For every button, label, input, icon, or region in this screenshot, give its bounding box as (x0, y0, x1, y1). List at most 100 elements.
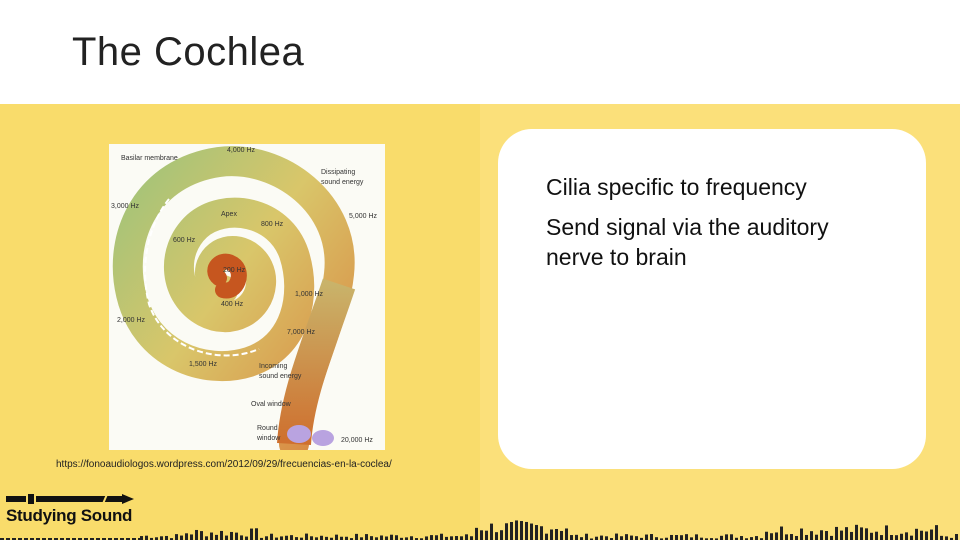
wave-bar (215, 534, 218, 540)
wave-bar (555, 528, 558, 540)
wave-bar (170, 538, 173, 540)
wave-bar (300, 537, 303, 540)
wave-bar (810, 531, 813, 540)
wave-bar (850, 531, 853, 540)
wave-bar (500, 530, 503, 540)
wave-bar (710, 538, 713, 540)
wave-bar (815, 534, 818, 540)
wave-bar (475, 527, 478, 540)
label-1000: 1,000 Hz (295, 291, 324, 298)
wave-bar (790, 534, 793, 540)
wave-bar (290, 535, 293, 540)
label-5000: 5,000 Hz (349, 213, 378, 220)
wave-bar (865, 528, 868, 540)
wave-bar (875, 531, 878, 540)
wave-bar (245, 536, 248, 540)
wave-bar (590, 538, 593, 540)
label-20000: 20,000 Hz (341, 437, 373, 444)
wave-bar (102, 538, 106, 540)
wave-bar (620, 536, 623, 540)
wave-bar (385, 536, 388, 540)
wave-bar (165, 535, 168, 540)
wave-bar (635, 536, 638, 540)
wave-bar (250, 528, 253, 540)
wave-bar (465, 534, 468, 540)
wave-bar (126, 538, 130, 540)
wave-bar (655, 537, 658, 540)
inner-spiral-core (207, 253, 247, 299)
wave-bar (48, 538, 52, 540)
wave-bar (570, 535, 573, 540)
wave-bar (132, 538, 136, 540)
label-round-1: Round (257, 425, 278, 432)
wave-bar (920, 530, 923, 540)
wave-bar (42, 538, 46, 540)
wave-bar (36, 538, 40, 540)
wave-bar (765, 531, 768, 540)
wave-bar (275, 537, 278, 540)
wave-bar (395, 535, 398, 540)
wave-bar (480, 530, 483, 540)
wave-bar (515, 520, 518, 540)
wave-bar (685, 534, 688, 540)
wave-bar (915, 528, 918, 540)
wave-bar (700, 537, 703, 540)
wave-bar (855, 524, 858, 540)
wave-bar (660, 538, 663, 540)
wave-bar (66, 538, 70, 540)
wave-bar (955, 534, 958, 540)
wave-bar (510, 521, 513, 540)
wave-bar (185, 533, 188, 540)
content-card (498, 129, 926, 469)
wave-bar (435, 535, 438, 540)
wave-bar (535, 525, 538, 540)
wave-bar (715, 538, 718, 540)
wave-bar (260, 537, 263, 540)
wave-bar (200, 531, 203, 540)
wave-bar (670, 534, 673, 540)
wave-bar (800, 528, 803, 540)
label-incoming-2: sound energy (259, 373, 302, 380)
wave-bar (645, 534, 648, 540)
wave-bar (880, 535, 883, 540)
wave-bar (690, 537, 693, 540)
wave-bar (345, 536, 348, 540)
wave-bar (760, 538, 763, 540)
label-400: 400 Hz (221, 301, 244, 308)
wave-bar (305, 533, 308, 540)
wave-bar (495, 532, 498, 540)
wave-bar (560, 530, 563, 540)
image-credit: https://fonoaudiologos.wordpress.com/201… (56, 459, 392, 470)
wave-bar (585, 533, 588, 540)
wave-bar (795, 535, 798, 540)
wave-bar (945, 536, 948, 540)
wave-bar (730, 534, 733, 540)
wave-bar (138, 538, 142, 540)
wave-bar (885, 525, 888, 540)
wave-bar (460, 536, 463, 540)
wave-bar (225, 535, 228, 540)
wave-bar (210, 532, 213, 540)
wave-bar (830, 535, 833, 540)
wave-bar (530, 523, 533, 540)
wave-bar (195, 529, 198, 540)
wave-bar (310, 536, 313, 540)
wave-bar (90, 538, 94, 540)
label-800: 800 Hz (261, 221, 284, 228)
cochlea-diagram: Basilar membrane 4,000 Hz Dissipating so… (109, 144, 385, 459)
wave-bar (12, 538, 16, 540)
label-apex: Apex (221, 211, 237, 218)
wave-bar (405, 537, 408, 540)
wave-bar (415, 538, 418, 540)
wave-bar (580, 537, 583, 540)
wave-bar (440, 533, 443, 540)
wave-bar (120, 538, 124, 540)
bullet-1: Cilia specific to frequency (546, 174, 807, 200)
wave-bar (605, 536, 608, 540)
wave-bar (450, 536, 453, 540)
wave-bar (870, 532, 873, 540)
wave-bar (950, 537, 953, 540)
slide-title: The Cochlea (72, 30, 305, 74)
bullet-list: Cilia specific to frequency Send signal … (546, 172, 886, 282)
wave-bar (675, 535, 678, 540)
